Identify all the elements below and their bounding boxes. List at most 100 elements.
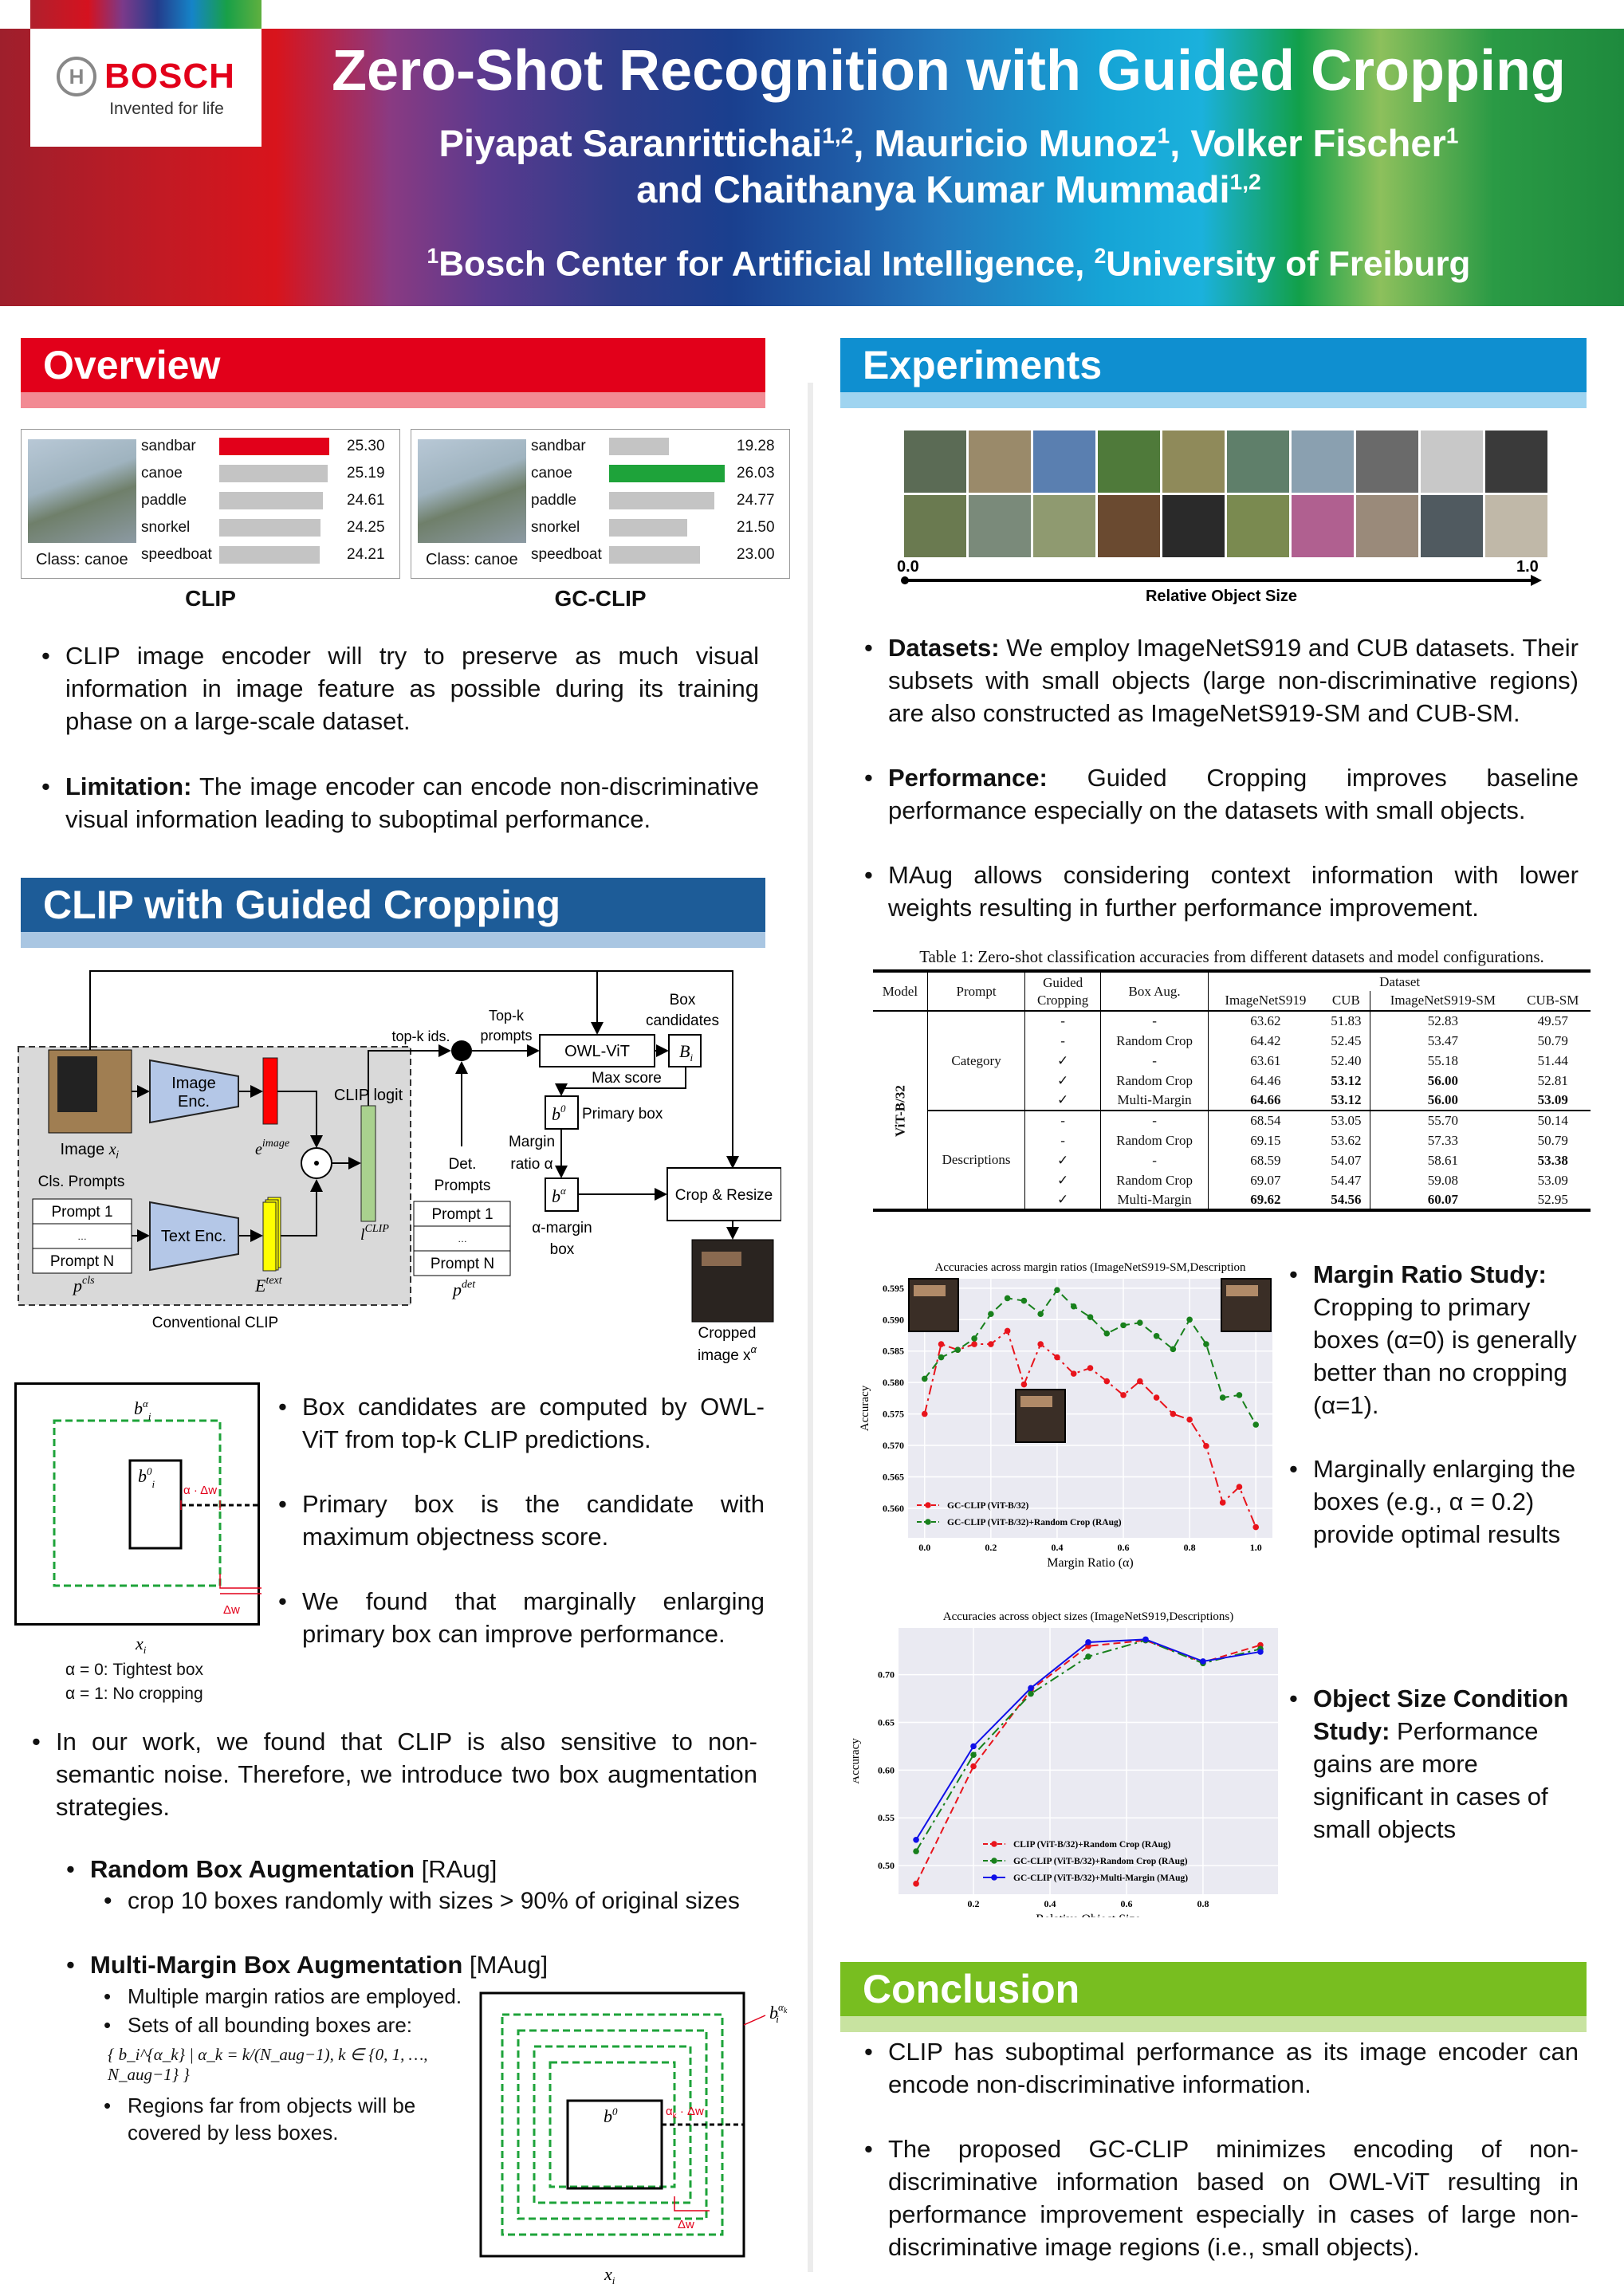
y-axis-label: Accuracy <box>859 1385 871 1431</box>
object-thumbnail <box>1162 495 1225 557</box>
conventional-clip-label: Conventional CLIP <box>152 1315 278 1331</box>
object-thumbnail <box>1033 495 1095 557</box>
image-label: Image xi <box>61 1141 120 1161</box>
data-point <box>1070 1370 1077 1377</box>
alpha-margin-box <box>545 1177 579 1212</box>
crop-resize-box <box>667 1167 781 1221</box>
cropped-label-2: image xα <box>698 1343 757 1364</box>
object-thumbnail <box>1162 431 1225 493</box>
maug-sub-1: Multiple margin ratios are employed. <box>104 1982 486 2011</box>
plot-area <box>908 1279 1272 1538</box>
object-thumbnail <box>1485 431 1547 493</box>
raug-bullet: Random Box Augmentation [RAug] <box>66 1853 760 1885</box>
data-point <box>938 1341 945 1347</box>
chart-title: Accuracies across margin ratios (ImageNe… <box>934 1261 1246 1274</box>
affiliations: 1Bosch Center for Artificial Intelligenc… <box>427 244 1471 284</box>
box-candidates-label: Box <box>670 992 696 1008</box>
bar-label: snorkel <box>531 519 580 536</box>
text-encoder-label: Text Enc. <box>161 1228 226 1245</box>
clip-logit-bar <box>360 1105 376 1222</box>
alpha-margin-label-2: box <box>550 1241 575 1258</box>
maug-formula: { b_i^{α_k} | α_k = k/(N_aug−1), k ∈ {0,… <box>108 2045 428 2084</box>
boxaug-cell: Random Crop <box>1100 1170 1209 1190</box>
value-cell: 50.14 <box>1515 1110 1591 1130</box>
data-point <box>1085 1639 1091 1645</box>
boxaug-cell: Multi-Margin <box>1100 1091 1209 1111</box>
legend-label: GC-CLIP (ViT-B/32)+Random Crop (RAug) <box>947 1518 1122 1527</box>
data-point <box>970 1751 977 1759</box>
value-cell: 50.79 <box>1537 1132 1568 1148</box>
guided-cell: ✓ <box>1024 1091 1101 1111</box>
y-axis-label: Accuracy <box>853 1738 862 1784</box>
value-cell: 53.38 <box>1537 1152 1568 1168</box>
data-point <box>1070 1303 1077 1310</box>
boxaug-cell: Multi-Margin <box>1100 1190 1209 1210</box>
overview-bullet-1: CLIP image encoder will try to preserve … <box>41 639 759 737</box>
object-thumbnail <box>904 495 966 557</box>
guided-cell: - <box>1024 1011 1101 1031</box>
value-cell: 64.42 <box>1250 1032 1281 1048</box>
value-cell: 53.09 <box>1537 1172 1568 1188</box>
owl-vit-box <box>539 1034 655 1067</box>
boxaug-cell: - <box>1100 1051 1209 1071</box>
data-point <box>1004 1295 1011 1302</box>
value-cell: 63.61 <box>1250 1052 1281 1068</box>
data-point <box>1137 1319 1143 1327</box>
logo-word: BOSCH <box>104 57 235 96</box>
x-label: xi <box>135 1634 147 1656</box>
section-header-experiments: Experiments <box>840 338 1587 408</box>
bar-label: paddle <box>141 492 187 509</box>
value-cell: 53.12 <box>1322 1071 1371 1091</box>
data-point <box>1203 1443 1209 1449</box>
data-point <box>1028 1685 1034 1692</box>
data-point <box>1037 1341 1044 1347</box>
data-point <box>1028 1690 1034 1697</box>
score-bar <box>609 438 670 455</box>
x-tick-label: 0.0 <box>918 1542 930 1553</box>
value-cell: 64.46 <box>1250 1072 1281 1088</box>
bar-value: 24.61 <box>347 492 385 509</box>
value-cell: 52.40 <box>1322 1051 1371 1071</box>
y-tick-label: 0.585 <box>883 1346 904 1357</box>
maug-bullet: Multi-Margin Box Augmentation [MAug] <box>66 1948 760 1981</box>
data-point <box>1037 1311 1044 1317</box>
score-bar <box>219 465 328 482</box>
bar-value: 25.30 <box>347 438 385 454</box>
svg-text:Prompt 1: Prompt 1 <box>51 1204 112 1221</box>
object-thumbnail <box>1292 431 1354 493</box>
bar-value: 19.28 <box>737 438 775 454</box>
maug-sub-2: Sets of all bounding boxes are: <box>104 2011 486 2039</box>
legend-label: CLIP (ViT-B/32)+Random Crop (RAug) <box>1013 1840 1171 1850</box>
legend-label: GC-CLIP (ViT-B/32)+Multi-Margin (MAug) <box>1013 1873 1188 1883</box>
value-cell: 69.62 <box>1250 1191 1281 1207</box>
data-point <box>1236 1392 1243 1398</box>
x-tick-label: 0.8 <box>1184 1542 1196 1553</box>
score-bar <box>219 492 324 509</box>
score-bar <box>609 519 688 537</box>
value-cell: 64.66 <box>1250 1092 1281 1107</box>
col-model: Model <box>873 971 928 1012</box>
method-bullet-1: Box candidates are computed by OWL-ViT f… <box>278 1390 765 1456</box>
data-point <box>913 1848 919 1854</box>
det-prompts-label: Det. <box>449 1156 477 1173</box>
authors-line-2: and Chaithanya Kumar Mummadi1,2 <box>636 168 1261 210</box>
canoe-photo <box>28 439 136 543</box>
value-cell: 52.83 <box>1427 1013 1458 1028</box>
col-prompt: Prompt <box>927 971 1026 1012</box>
primary-box <box>545 1095 579 1130</box>
value-cell: 52.81 <box>1537 1072 1568 1088</box>
p-det-label: pdet <box>451 1279 476 1299</box>
bar-label: speedboat <box>141 546 212 563</box>
y-tick-label: 0.570 <box>883 1440 904 1451</box>
data-point <box>1236 1484 1243 1490</box>
topk-ids-label: top-k ids. <box>391 1028 450 1044</box>
text-encoder <box>149 1201 239 1272</box>
object-thumbnail <box>1098 431 1160 493</box>
